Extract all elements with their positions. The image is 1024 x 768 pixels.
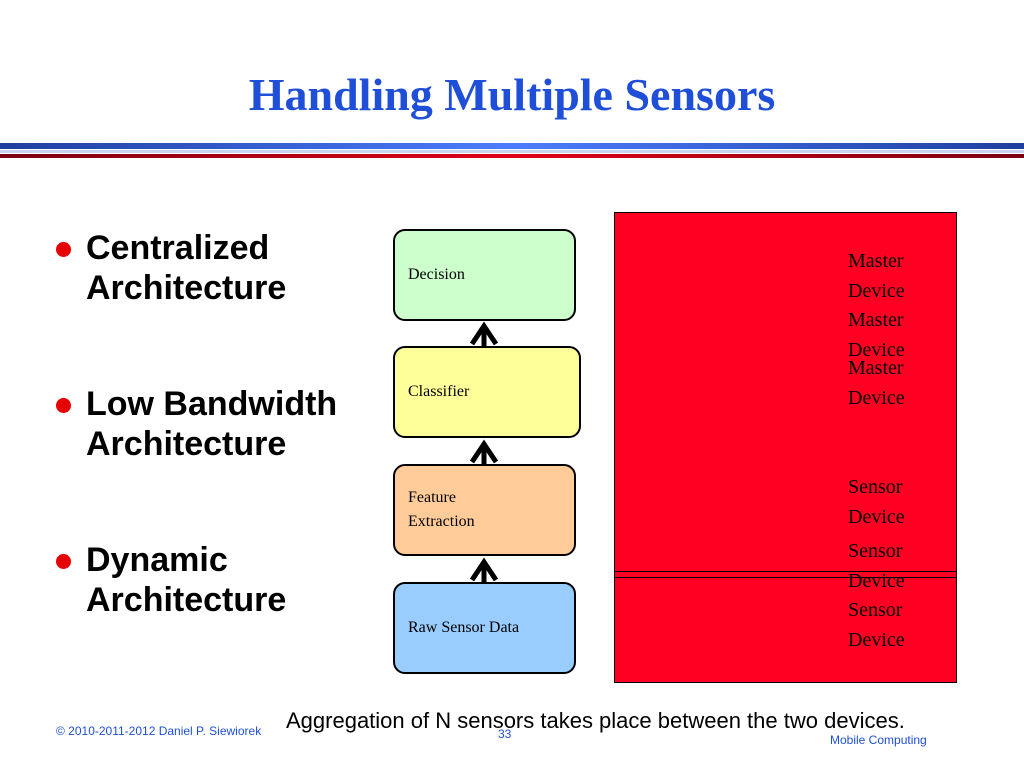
device-divider <box>614 571 957 572</box>
sensor-device-label: Sensor Device <box>848 472 905 532</box>
device-line: Master <box>848 309 904 331</box>
bullet-dot <box>56 554 71 569</box>
device-line: Device <box>848 570 905 592</box>
device-line: Master <box>848 357 904 379</box>
bullet-text: Dynamic Architecture <box>86 540 286 620</box>
bullet-dot <box>56 398 71 413</box>
device-line: Device <box>848 629 905 651</box>
bullet-line: Low Bandwidth <box>86 385 338 423</box>
title-rule-red <box>0 154 1024 158</box>
arrow-up-icon <box>469 321 499 346</box>
footer-course: Mobile Computing <box>830 733 927 747</box>
arrow-up-icon <box>469 557 499 582</box>
device-line: Device <box>848 387 905 409</box>
bullet-line: Dynamic <box>86 541 228 579</box>
bullet-line: Centralized <box>86 229 270 267</box>
bullet-line: Architecture <box>86 581 287 619</box>
master-device-label: Master Device <box>848 305 905 365</box>
feature-line: Extraction <box>408 513 475 530</box>
bullet-text: Low Bandwidth Architecture <box>86 384 337 464</box>
arrow-up-icon <box>469 439 499 464</box>
device-line: Device <box>848 506 905 528</box>
title-rule-blue <box>0 143 1024 149</box>
device-line: Sensor <box>848 540 903 562</box>
master-device-label: Master Device <box>848 246 905 306</box>
raw-sensor-data-label: Raw Sensor Data <box>408 619 520 636</box>
device-panel <box>614 212 957 683</box>
title-rule-light <box>0 150 1024 153</box>
bullet-dot <box>56 242 71 257</box>
footer-copyright: © 2010-2011-2012 Daniel P. Siewiorek <box>56 724 262 738</box>
feature-extraction-box: Feature Extraction <box>393 464 576 556</box>
device-line: Sensor <box>848 476 903 498</box>
caption-text: Aggregation of N sensors takes place bet… <box>286 708 905 733</box>
sensor-device-label: Sensor Device <box>848 595 905 655</box>
device-line: Sensor <box>848 599 903 621</box>
sensor-device-label: Sensor Device <box>848 536 905 596</box>
bullet-line: Architecture <box>86 269 287 307</box>
decision-box: Decision <box>393 229 576 321</box>
slide-title: Handling Multiple Sensors <box>248 69 776 120</box>
raw-sensor-data-box: Raw Sensor Data <box>393 582 576 674</box>
footer-page-number: 33 <box>498 727 512 741</box>
device-line: Master <box>848 250 904 272</box>
feature-extraction-label: Feature Extraction <box>408 486 475 534</box>
bullet-line: Architecture <box>86 425 287 463</box>
master-device-label: Master Device <box>848 353 905 413</box>
device-divider <box>614 577 957 578</box>
classifier-label: Classifier <box>408 383 470 400</box>
device-line: Device <box>848 280 905 302</box>
bullet-text: Centralized Architecture <box>86 228 286 308</box>
decision-label: Decision <box>408 266 465 283</box>
classifier-box: Classifier <box>393 346 581 438</box>
feature-line: Feature <box>408 489 456 506</box>
device-line: Device <box>848 339 905 361</box>
